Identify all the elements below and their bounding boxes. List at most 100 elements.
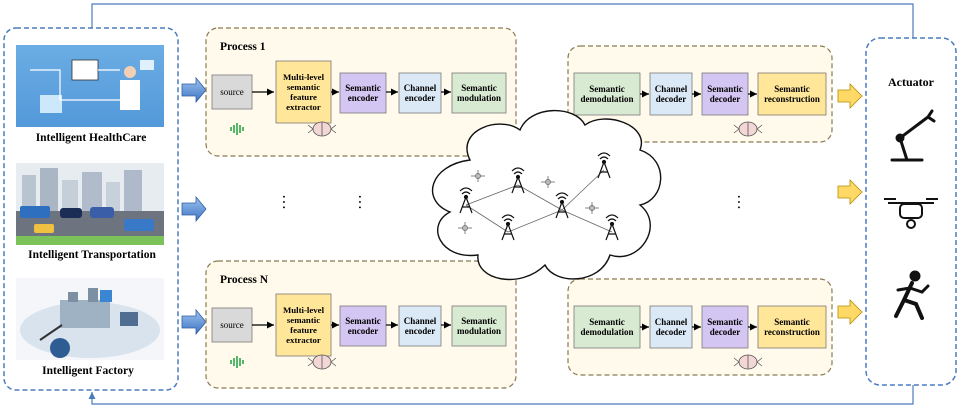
feedback-loop — [88, 3, 914, 405]
neural-network-icon — [733, 121, 763, 137]
block-label-line: source — [220, 320, 244, 330]
block-label-line: Semantic — [589, 317, 625, 327]
source-block: source — [211, 307, 253, 343]
output-arrows — [837, 83, 863, 325]
block-label-line: Semantic — [345, 83, 381, 93]
block-label-line: Channel — [404, 83, 437, 93]
block-label-line: decoder — [656, 94, 687, 104]
neural-network-icon — [307, 121, 337, 137]
drone-icon — [541, 176, 555, 188]
block-label-line: Semantic — [461, 316, 497, 326]
block-label-line: Semantic — [589, 84, 625, 94]
cell-tower-icon — [501, 214, 515, 241]
audio-waveform-icon — [230, 123, 244, 135]
healthcare-image — [16, 45, 164, 127]
block-label-line: Multi-level — [283, 305, 325, 315]
application-label: Intelligent HealthCare — [36, 132, 147, 144]
actuator-title: Actuator — [888, 75, 935, 89]
block-label-line: Semantic — [707, 84, 743, 94]
drone-icon — [585, 202, 599, 214]
block-label-line: extractor — [286, 102, 321, 112]
block-label-line: Semantic — [774, 84, 810, 94]
block-label-line: Channel — [404, 316, 437, 326]
input-arrow-2 — [181, 195, 207, 223]
factory-image — [16, 278, 164, 360]
drone-icon — [458, 222, 472, 234]
drone-icon — [471, 170, 485, 182]
application-label: Intelligent Factory — [42, 365, 134, 377]
ellipsis: … — [355, 194, 372, 210]
process-title: Process N — [220, 274, 269, 286]
cell-tower-icon — [459, 187, 473, 214]
block-label-line: Channel — [655, 84, 688, 94]
application-label: Intelligent Transportation — [28, 249, 156, 261]
cell-tower-icon — [605, 214, 619, 241]
block-label-line: Semantic — [774, 317, 810, 327]
output-arrow-3 — [837, 299, 863, 325]
ellipsis-markers: … … … — [279, 194, 751, 210]
audio-waveform-icon — [230, 356, 244, 368]
block-label-line: encoder — [405, 93, 436, 103]
block-label-line: modulation — [457, 326, 501, 336]
block-label-line: extractor — [286, 335, 321, 345]
cell-tower-icon — [511, 167, 525, 194]
block-label-line: decoder — [710, 327, 741, 337]
wireless-network-cloud — [431, 109, 662, 281]
block-label-line: reconstruction — [764, 327, 820, 337]
block-label-line: Semantic — [345, 316, 381, 326]
application-panel: Intelligent HealthCare Intelligent Trans… — [3, 27, 179, 391]
input-arrow-3 — [181, 308, 207, 336]
output-arrow-2 — [837, 179, 863, 205]
block-label-line: Channel — [655, 317, 688, 327]
block-label-line: semantic — [287, 82, 320, 92]
source-block: source — [211, 74, 253, 110]
block-label-line: Multi-level — [283, 72, 325, 82]
block-label-line: source — [220, 87, 244, 97]
cell-tower-icon — [597, 152, 611, 179]
block-label-line: Semantic — [707, 317, 743, 327]
cell-tower-icon — [555, 192, 569, 219]
process-title: Process 1 — [220, 41, 266, 53]
block-label-line: decoder — [656, 327, 687, 337]
block-label-line: feature — [290, 325, 317, 335]
block-label-line: modulation — [457, 93, 501, 103]
input-arrow-1 — [181, 76, 207, 104]
block-label-line: encoder — [348, 93, 379, 103]
block-label-line: decoder — [710, 94, 741, 104]
transportation-image — [16, 163, 164, 245]
neural-network-icon — [307, 354, 337, 370]
ellipsis: … — [734, 194, 751, 210]
actuator-panel: Actuator — [865, 37, 957, 386]
block-label-line: encoder — [348, 326, 379, 336]
block-label-line: demodulation — [580, 327, 633, 337]
ellipsis: … — [279, 194, 296, 210]
block-label-line: encoder — [405, 326, 436, 336]
drone-icon — [884, 198, 938, 229]
input-arrows — [181, 76, 207, 336]
block-label-line: semantic — [287, 315, 320, 325]
output-arrow-1 — [837, 83, 863, 109]
running-person-icon — [894, 270, 930, 320]
block-label-line: demodulation — [580, 94, 633, 104]
block-label-line: reconstruction — [764, 94, 820, 104]
neural-network-icon — [733, 354, 763, 370]
block-label-line: feature — [290, 92, 317, 102]
robot-arm-icon — [890, 109, 936, 162]
